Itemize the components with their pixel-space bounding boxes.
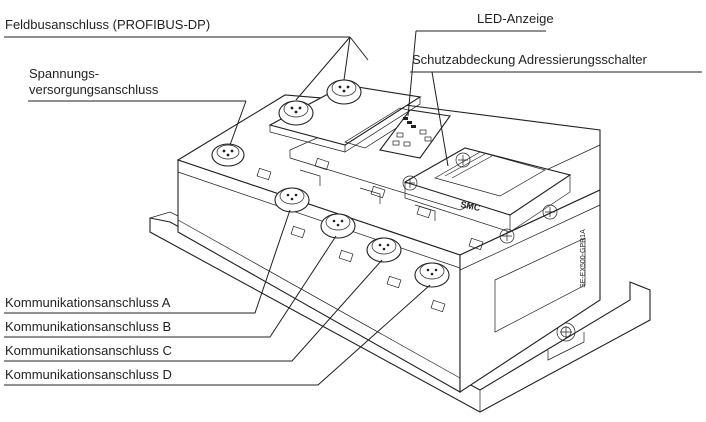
fieldbus-connector-1 — [278, 100, 314, 126]
label-address-cover: Schutzabdeckung Adressierungsschalter — [412, 52, 647, 67]
comm-connector-b — [320, 213, 356, 239]
comm-connector-c — [366, 237, 402, 263]
label-led: LED-Anzeige — [477, 11, 554, 26]
label-comm-a: Kommunikationsanschluss A — [5, 295, 171, 310]
label-power-line2: versorgungsanschluss — [29, 82, 159, 97]
label-comm-b: Kommunikationsanschluss B — [5, 319, 172, 334]
comm-connector-d — [414, 262, 450, 288]
label-fieldbus: Feldbusanschluss (PROFIBUS-DP) — [5, 17, 211, 32]
label-comm-c: Kommunikationsanschluss C — [5, 343, 172, 358]
leader-lines — [4, 30, 702, 386]
label-comm-d: Kommunikationsanschluss D — [5, 367, 172, 382]
address-switch-cover: SMC — [402, 147, 572, 244]
led-panel — [379, 109, 451, 159]
fieldbus-connector-2 — [326, 79, 362, 105]
model-marking: SE-EX500-GPR1A — [580, 229, 587, 288]
main-housing — [176, 94, 601, 394]
label-power-line1: Spannungs- — [29, 66, 100, 81]
power-connector — [211, 143, 245, 167]
brand-logo: SMC — [460, 199, 482, 213]
comm-connector-a — [274, 187, 310, 213]
